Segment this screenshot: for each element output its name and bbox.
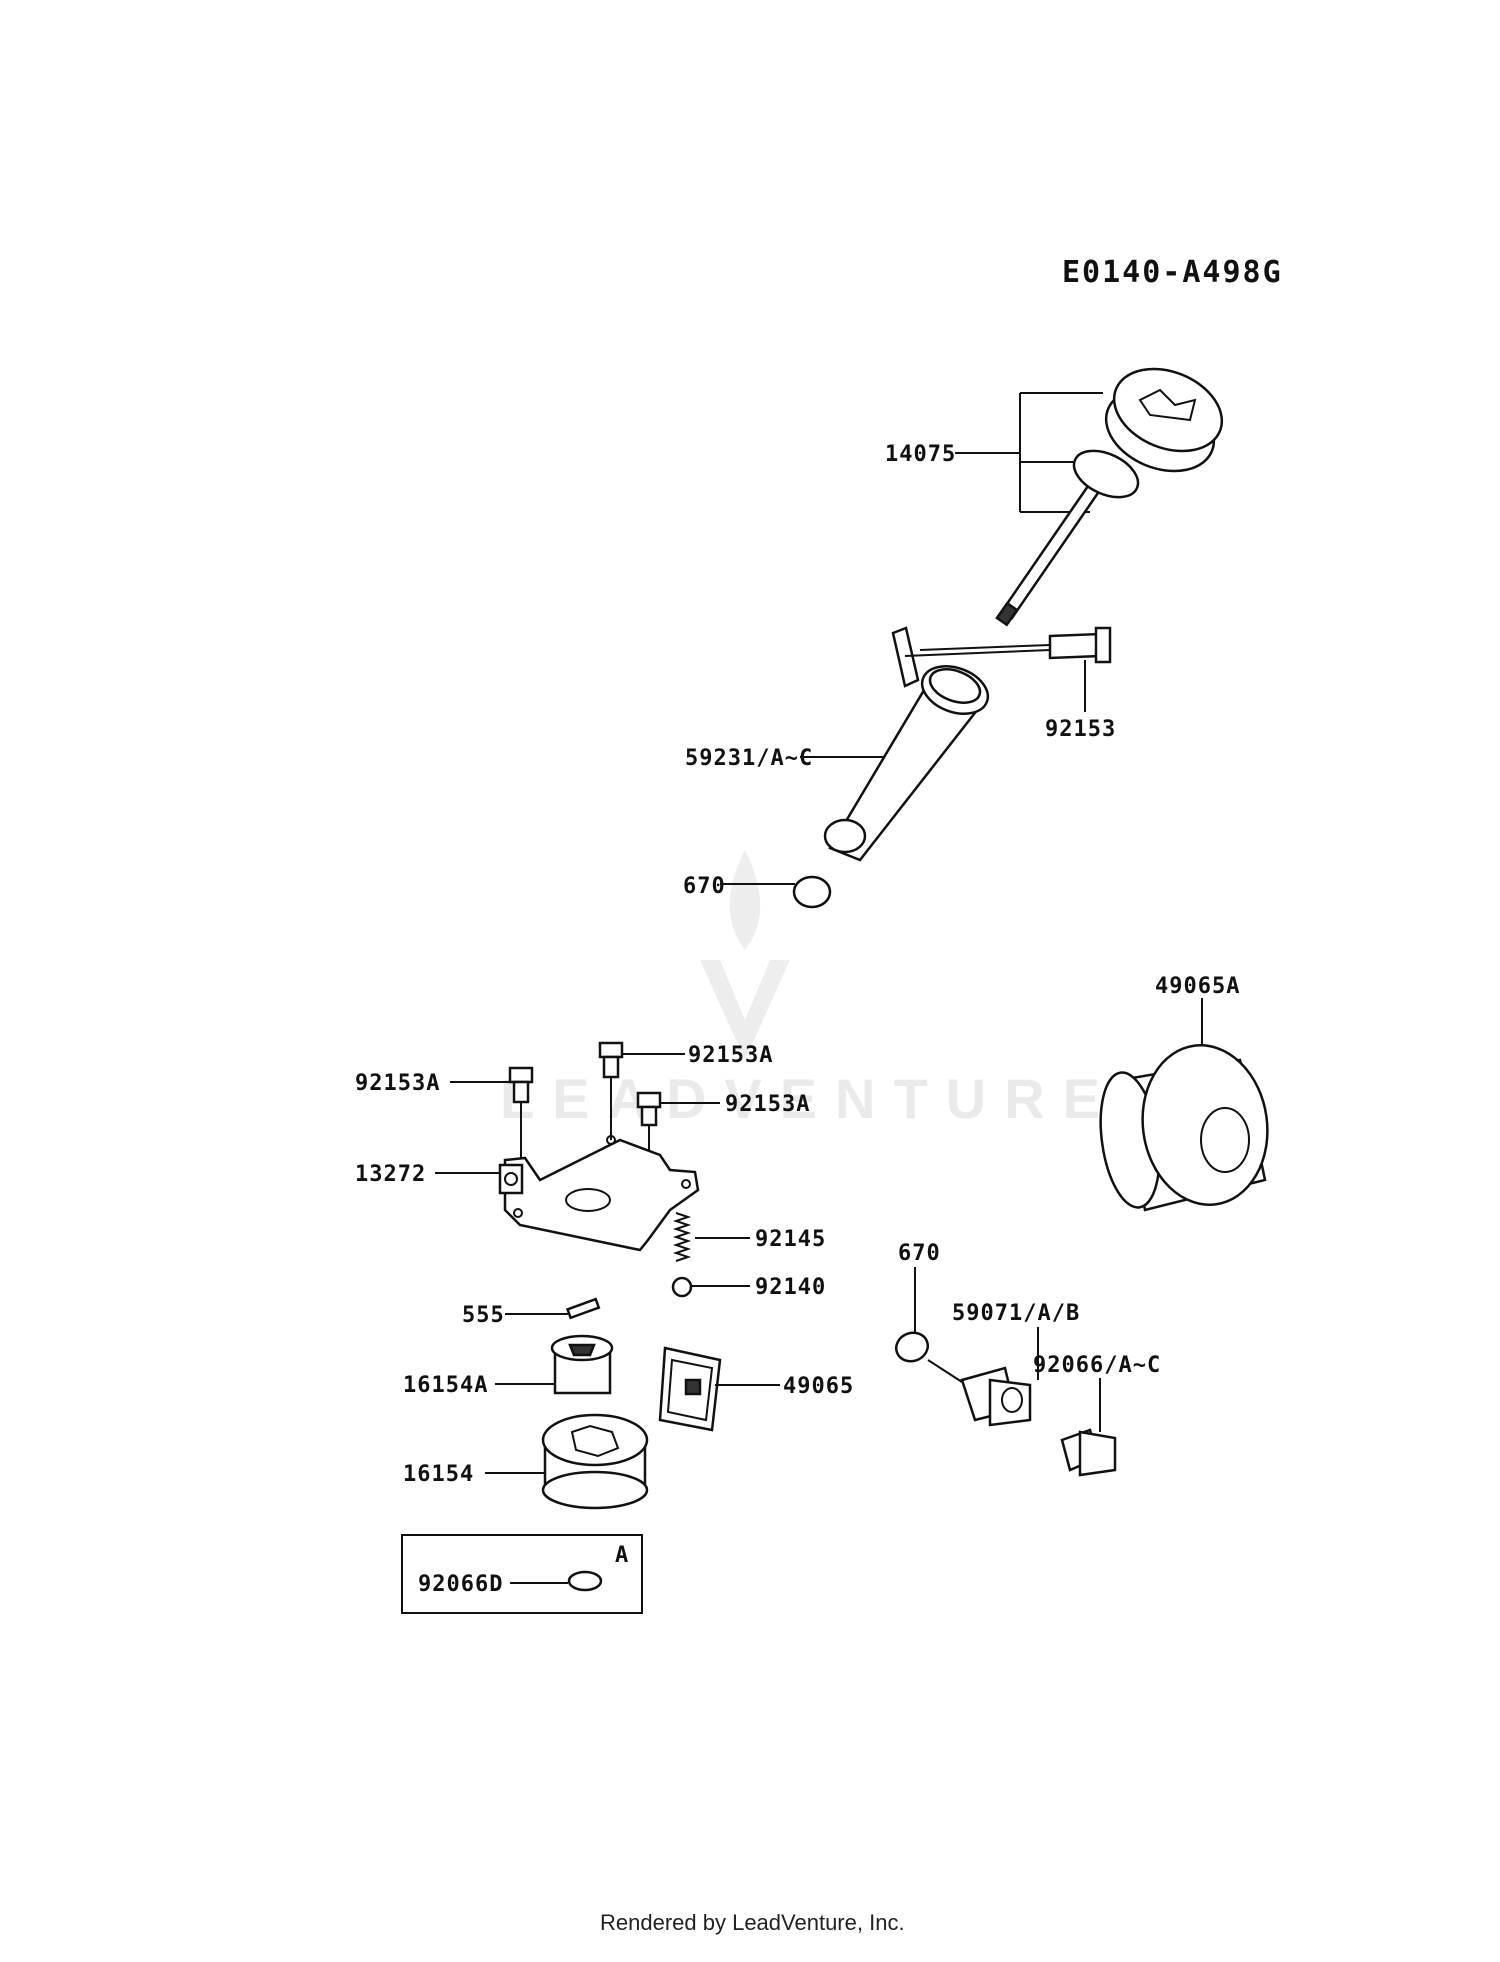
label-16154A: 16154A xyxy=(403,1373,488,1398)
label-49065A: 49065A xyxy=(1155,974,1240,999)
option-inset-box xyxy=(401,1534,643,1614)
drain-plug-part xyxy=(1060,1428,1117,1477)
label-92153: 92153 xyxy=(1045,717,1116,742)
inner-rotor-part xyxy=(550,1334,614,1395)
ball-part xyxy=(671,1276,693,1298)
o-ring-670-mid xyxy=(894,1331,930,1363)
inset-letter: A xyxy=(615,1543,629,1568)
spring-part xyxy=(672,1212,692,1262)
label-59231: 59231/A~C xyxy=(685,746,813,771)
oil-filter-part xyxy=(1099,998,1269,1212)
o-ring-670-top xyxy=(792,875,832,909)
bolt-92153A-middle xyxy=(598,1041,624,1140)
label-14075: 14075 xyxy=(885,442,956,467)
label-92066D: 92066D xyxy=(418,1572,503,1597)
label-92140: 92140 xyxy=(755,1275,826,1300)
label-16154: 16154 xyxy=(403,1462,474,1487)
label-670-top: 670 xyxy=(683,874,726,899)
label-13272: 13272 xyxy=(355,1162,426,1187)
label-92145: 92145 xyxy=(755,1227,826,1252)
label-555: 555 xyxy=(462,1303,505,1328)
footer-text: Rendered by LeadVenture, Inc. xyxy=(600,1910,905,1935)
label-92153A-middle: 92153A xyxy=(688,1043,773,1068)
diagram-code: E0140-A498G xyxy=(1062,255,1283,290)
label-49065: 49065 xyxy=(783,1374,854,1399)
filter-screen-part xyxy=(658,1346,722,1432)
label-59071: 59071/A/B xyxy=(952,1301,1080,1326)
pin-part xyxy=(565,1297,601,1320)
watermark-logo: LEADVENTURE xyxy=(500,850,1118,1130)
bolt-92153A-left xyxy=(508,1066,534,1168)
oil-fill-tube-part xyxy=(823,626,1051,862)
label-92153A-left: 92153A xyxy=(355,1071,440,1096)
ring-92066D xyxy=(567,1570,603,1592)
watermark-text: LEADVENTURE xyxy=(500,1067,1118,1130)
bolt-92153-part xyxy=(919,626,1112,712)
label-670-mid: 670 xyxy=(898,1241,941,1266)
dipstick-part xyxy=(955,367,1224,627)
fitting-part xyxy=(960,1366,1032,1427)
outer-rotor-part xyxy=(541,1413,649,1510)
label-92066: 92066/A~C xyxy=(1033,1353,1161,1378)
label-92153A-right: 92153A xyxy=(725,1092,810,1117)
cover-plate-part xyxy=(498,1135,700,1252)
